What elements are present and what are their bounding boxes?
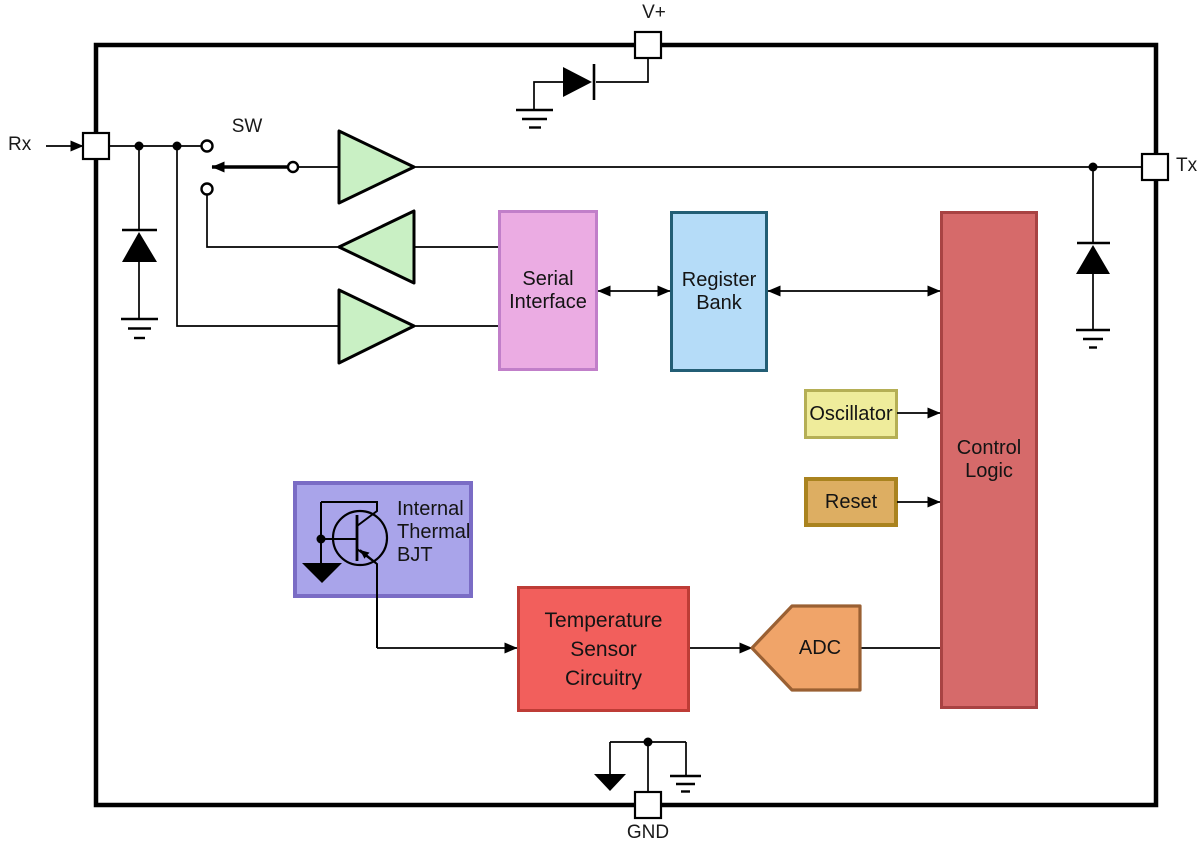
vplus-pin-label: V+ bbox=[642, 2, 666, 23]
serial-interface-block: Serial Interface bbox=[498, 210, 598, 371]
oscillator-block: Oscillator bbox=[804, 389, 898, 439]
oscillator-label: Oscillator bbox=[809, 402, 893, 425]
rx-pin-square bbox=[81, 131, 111, 161]
reset-block: Reset bbox=[804, 477, 898, 527]
esd-diode-rx-icon bbox=[122, 146, 157, 319]
ground-icon bbox=[121, 317, 158, 340]
vplus-pin-square bbox=[633, 30, 663, 60]
buffer-serial-input-icon bbox=[337, 288, 416, 365]
ground-icon bbox=[1076, 328, 1110, 349]
buffer-tx-driver-icon bbox=[337, 129, 416, 205]
gnd-pin-label: GND bbox=[626, 822, 670, 843]
register-bank-label: Register Bank bbox=[681, 268, 757, 314]
ground-icon bbox=[670, 774, 701, 793]
esd-diode-tx-icon bbox=[1076, 167, 1110, 330]
adc-label: ADC bbox=[798, 636, 842, 659]
register-bank-block: Register Bank bbox=[670, 211, 768, 372]
tx-pin-label: Tx bbox=[1176, 155, 1198, 176]
ground-icon bbox=[516, 108, 553, 129]
internal-thermal-bjt-label: Internal Thermal BJT bbox=[397, 498, 471, 566]
vplus-diode-icon bbox=[533, 59, 649, 110]
rx-to-buffer-wire bbox=[176, 146, 339, 327]
internal-thermal-bjt-block: Internal Thermal BJT bbox=[293, 481, 473, 598]
gnd-pin-square bbox=[633, 790, 663, 820]
reset-label: Reset bbox=[824, 490, 878, 513]
temperature-sensor-block: Temperature Sensor Circuitry bbox=[517, 586, 690, 712]
tx-pin-square bbox=[1140, 152, 1170, 182]
rx-pin-label: Rx bbox=[8, 134, 32, 155]
sw-switch-label: SW bbox=[231, 116, 263, 137]
buffer-serial-output-icon bbox=[337, 209, 416, 285]
gnd-net-icon bbox=[594, 741, 687, 792]
control-logic-block: Control Logic bbox=[940, 211, 1038, 709]
temperature-sensor-label: Temperature Sensor Circuitry bbox=[544, 608, 663, 690]
serial-interface-label: Serial Interface bbox=[509, 267, 587, 313]
sw-switch-icon bbox=[200, 139, 339, 248]
control-logic-label: Control Logic bbox=[956, 437, 1022, 482]
